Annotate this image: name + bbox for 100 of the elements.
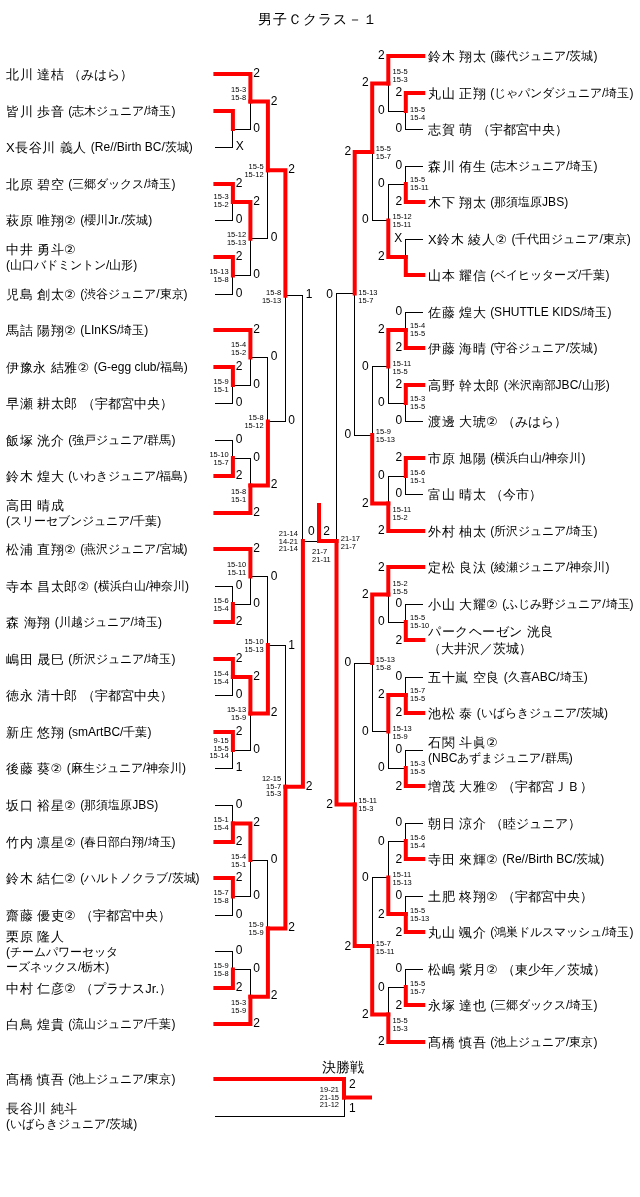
games-won: 0	[288, 414, 295, 427]
games-won: 2	[288, 921, 295, 934]
games-won: 2	[235, 250, 243, 263]
player-name: 永塚 達也	[428, 996, 487, 1014]
club-name: (渋谷ジュニア/東京)	[80, 286, 188, 302]
games-won: 2	[235, 835, 243, 848]
games-won: 0	[361, 213, 369, 226]
player-name: 松嶋 紫月②	[428, 960, 499, 978]
withdrawal-mark: X	[394, 232, 403, 245]
games-won: 2	[235, 725, 243, 738]
games-won: 2	[326, 798, 333, 811]
player-name: 早瀬 耕太郎	[6, 394, 78, 412]
games-won: 0	[395, 122, 403, 135]
player-name: 松浦 直翔②	[6, 540, 77, 558]
club-name: （みはら）	[68, 65, 134, 83]
club-name: (那須塩原JBS)	[80, 797, 159, 813]
club-name: (麻生ジュニア/神奈川)	[66, 760, 187, 776]
club-name: (鴻巣ドルスマッシュ/埼玉)	[490, 924, 634, 940]
games-won: 2	[378, 323, 385, 336]
games-won: 2	[305, 780, 313, 793]
club-name: (志木ジュニア/埼玉)	[68, 103, 176, 119]
player-name: 森川 侑生	[428, 157, 487, 175]
games-won: 0	[308, 525, 315, 538]
club-name: (横浜白山/神奈川)	[490, 450, 586, 466]
games-won: 0	[253, 962, 260, 975]
games-won: 2	[395, 451, 403, 464]
club-name: （プラナスJr.）	[80, 979, 172, 997]
player-name: 嶋田 晟巳	[6, 650, 65, 668]
games-won: 2	[395, 341, 403, 354]
games-won: 2	[395, 780, 403, 793]
club-name: (春日部白翔/埼玉)	[80, 834, 176, 850]
player-name: 鈴木 結仁②	[6, 869, 77, 887]
club-name: (池上ジュニア/東京)	[68, 1071, 176, 1087]
player-name: 髙橋 慎吾	[428, 1033, 487, 1051]
games-won: 0	[395, 597, 403, 610]
club-name: (ハルトノクラブ/茨城)	[80, 870, 200, 886]
games-won: 2	[235, 177, 243, 190]
player-name: 中井 勇斗②	[6, 241, 77, 258]
player-name: 飯塚 洸介	[6, 431, 65, 449]
games-won: 2	[235, 615, 243, 628]
games-won: 2	[349, 1078, 356, 1091]
club-name: (ふじみ野ジュニア/埼玉)	[502, 596, 634, 612]
player-name: 木下 翔太	[428, 193, 487, 211]
games-won: 2	[378, 561, 385, 574]
club-name: (Re//Birth BC/茨城)	[90, 139, 193, 155]
club-name: （宇都宮中央）	[476, 120, 568, 138]
games-won: 2	[395, 634, 403, 647]
games-won: 0	[378, 469, 385, 482]
games-won: 0	[253, 889, 260, 902]
player-name: 鈴木 煌大	[6, 467, 65, 485]
games-won: 2	[270, 478, 278, 491]
games-won: 0	[235, 688, 243, 701]
games-won: 0	[253, 122, 260, 135]
games-won: 0	[395, 670, 403, 683]
games-won: 2	[270, 989, 278, 1002]
club-name: （宇都宮中央）	[80, 906, 172, 924]
player-name: 中村 仁彦②	[6, 979, 77, 997]
games-won: 0	[344, 656, 352, 669]
games-won: 0	[253, 451, 260, 464]
games-won: 2	[361, 1008, 369, 1021]
club-name: (燕沢ジュニア/宮城)	[80, 541, 188, 557]
club-name: (LInKS/埼玉)	[80, 322, 149, 338]
player-name: 鈴木 翔太	[428, 47, 487, 65]
games-won: 2	[288, 163, 295, 176]
games-won: 2	[378, 908, 385, 921]
games-won: 0	[235, 579, 243, 592]
games-won: 2	[361, 497, 369, 510]
club-name: (いわきジュニア/福島)	[68, 468, 188, 484]
games-won: 0	[235, 396, 243, 409]
player-name: 竹内 凛星②	[6, 833, 77, 851]
games-won: 2	[253, 506, 260, 519]
player-name: 森 海翔	[6, 613, 51, 631]
games-won: 0	[395, 305, 403, 318]
club-name: (藤代ジュニア/茨城)	[490, 48, 598, 64]
games-won: 1	[288, 639, 295, 652]
player-name: 新庄 悠翔	[6, 723, 65, 741]
games-won: 0	[253, 378, 260, 391]
player-name: 坂口 裕星②	[6, 796, 77, 814]
games-won: 2	[270, 706, 278, 719]
club-name: （宇都宮中央）	[81, 686, 173, 704]
club-name: (いばらきジュニア/茨城)	[6, 1117, 138, 1132]
games-won: 2	[378, 688, 385, 701]
club-name: (所沢ジュニア/埼玉)	[68, 651, 176, 667]
player-name: 志賀 萌	[428, 120, 473, 138]
games-won: 2	[378, 250, 385, 263]
games-won: 0	[326, 288, 333, 301]
games-won: 2	[361, 588, 369, 601]
player-name: 小山 大耀②	[428, 595, 499, 613]
club-name: (守谷ジュニア/茨城)	[490, 340, 598, 356]
player-name: 北原 碧空	[6, 175, 65, 193]
player-name: 北川 達桔	[6, 65, 65, 83]
games-won: 0	[235, 287, 243, 300]
player-name: 石関 斗眞②	[428, 734, 499, 751]
games-won: 0	[395, 487, 403, 500]
club-name: (スリーセブンジュニア/千葉)	[6, 514, 162, 529]
player-name: 寺本 昌太郎②	[6, 577, 90, 595]
games-won: 0	[378, 177, 385, 190]
club-name: (NBCあずまジュニア/群馬)	[428, 751, 573, 766]
club-name: (G-egg club/福島)	[93, 359, 188, 375]
page-title: 男子Ｃクラス－１	[258, 11, 378, 27]
